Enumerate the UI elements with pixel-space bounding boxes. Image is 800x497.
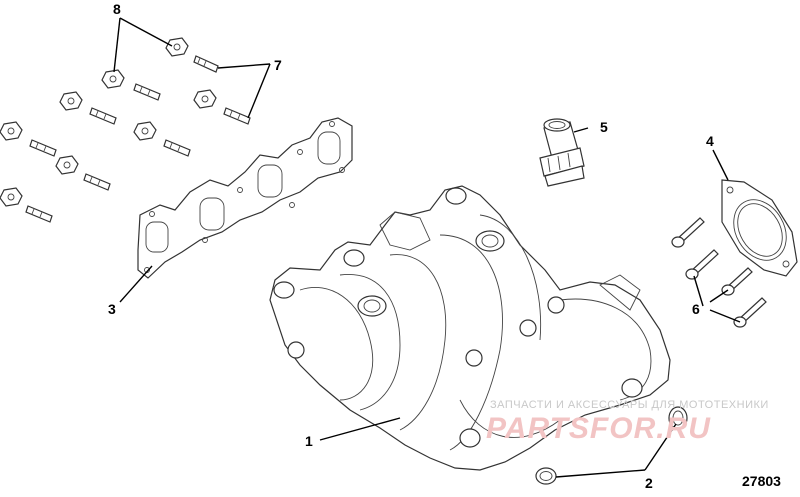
watermark: ЗАПЧАСТИ И АКСЕССУАРЫ ДЛЯ МОТОТЕХНИКИ PA…: [486, 399, 769, 445]
callout-1: 1: [305, 433, 313, 449]
o-ring: [668, 406, 688, 430]
stud: [163, 139, 191, 157]
callout-6: 6: [692, 301, 700, 317]
nut: [101, 69, 125, 89]
callout-7: 7: [274, 57, 282, 73]
callout-3: 3: [108, 301, 116, 317]
o-ring-group: [535, 406, 688, 485]
bolt-group: [671, 217, 767, 328]
callout-2: 2: [645, 475, 653, 491]
nut: [165, 37, 189, 57]
callout-4: 4: [706, 133, 714, 149]
stud-group: [25, 55, 251, 223]
nut: [193, 89, 217, 109]
bolt: [671, 217, 705, 248]
figure-number: 27803: [742, 473, 781, 489]
callout-8: 8: [113, 1, 121, 17]
exhaust-gasket: [137, 117, 353, 279]
nut: [55, 155, 79, 175]
nut: [0, 121, 23, 141]
watermark-tagline: ЗАПЧАСТИ И АКСЕССУАРЫ ДЛЯ МОТОТЕХНИКИ: [490, 399, 769, 411]
callouts: 1 2 3 4 5 6 7 8: [108, 1, 714, 491]
intake-manifold: [269, 185, 671, 471]
stud: [83, 173, 111, 191]
flange-gasket: [721, 179, 798, 277]
nut: [59, 91, 83, 111]
stud: [223, 107, 251, 125]
stud: [133, 83, 161, 101]
hose-fitting: [539, 118, 585, 187]
leader-lines: [113, 17, 741, 478]
nut-group: [0, 37, 217, 207]
bolt: [733, 297, 767, 328]
stud: [25, 205, 53, 223]
nut: [133, 121, 157, 141]
bolt: [685, 249, 719, 280]
watermark-logo: PARTSFOR.RU: [486, 412, 711, 445]
o-ring: [535, 467, 557, 485]
stud: [193, 55, 219, 73]
callout-5: 5: [600, 119, 608, 135]
nut: [0, 187, 23, 207]
stud: [29, 139, 57, 157]
stud: [89, 107, 117, 125]
